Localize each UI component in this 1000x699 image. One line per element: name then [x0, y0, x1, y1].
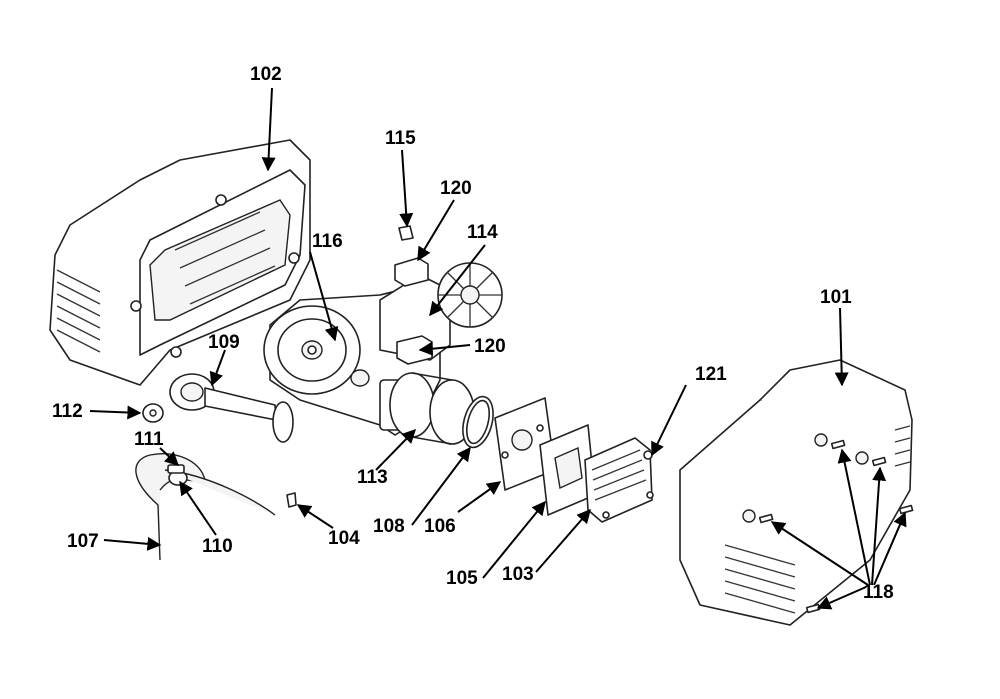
valve-plate-106 — [494, 397, 556, 491]
cooling-fan-114 — [437, 262, 503, 328]
connecting-rod-109 — [169, 373, 294, 443]
callout-111: 111 — [134, 429, 164, 450]
callout-113: 113 — [357, 467, 388, 488]
callout-110: 110 — [202, 536, 233, 557]
callout-109: 109 — [208, 332, 240, 353]
callout-107: 107 — [67, 531, 99, 552]
callout-102: 102 — [250, 64, 282, 85]
clip-104 — [286, 492, 297, 508]
callout-108: 108 — [373, 516, 405, 537]
callout-116: 116 — [312, 231, 343, 252]
callout-112: 112 — [52, 401, 83, 422]
callout-114: 114 — [467, 222, 498, 243]
callout-120-upper: 120 — [440, 178, 472, 199]
callout-103: 103 — [502, 564, 534, 585]
callout-120-lower: 120 — [474, 336, 506, 357]
filter-120-upper — [394, 257, 429, 287]
gasket-105 — [539, 424, 596, 516]
screw-121 — [643, 450, 653, 460]
callout-118: 118 — [863, 582, 894, 603]
callout-115: 115 — [385, 128, 416, 149]
callout-121: 121 — [695, 364, 727, 385]
plug-115 — [398, 225, 414, 241]
cylinder-head-103 — [584, 437, 654, 523]
callout-labels: 102 115 120 114 116 120 101 121 109 112 … — [52, 64, 894, 603]
callout-106: 106 — [424, 516, 456, 537]
callout-101: 101 — [820, 287, 852, 308]
belt-guard-102 — [49, 139, 311, 386]
callout-104: 104 — [328, 528, 360, 549]
bearing-112 — [142, 403, 164, 423]
fitting-111 — [167, 464, 185, 474]
screws-118 — [758, 439, 914, 614]
leader-lines — [89, 87, 907, 610]
callout-105: 105 — [446, 568, 478, 589]
shroud-101 — [679, 359, 913, 626]
o-ring-108 — [462, 395, 494, 449]
